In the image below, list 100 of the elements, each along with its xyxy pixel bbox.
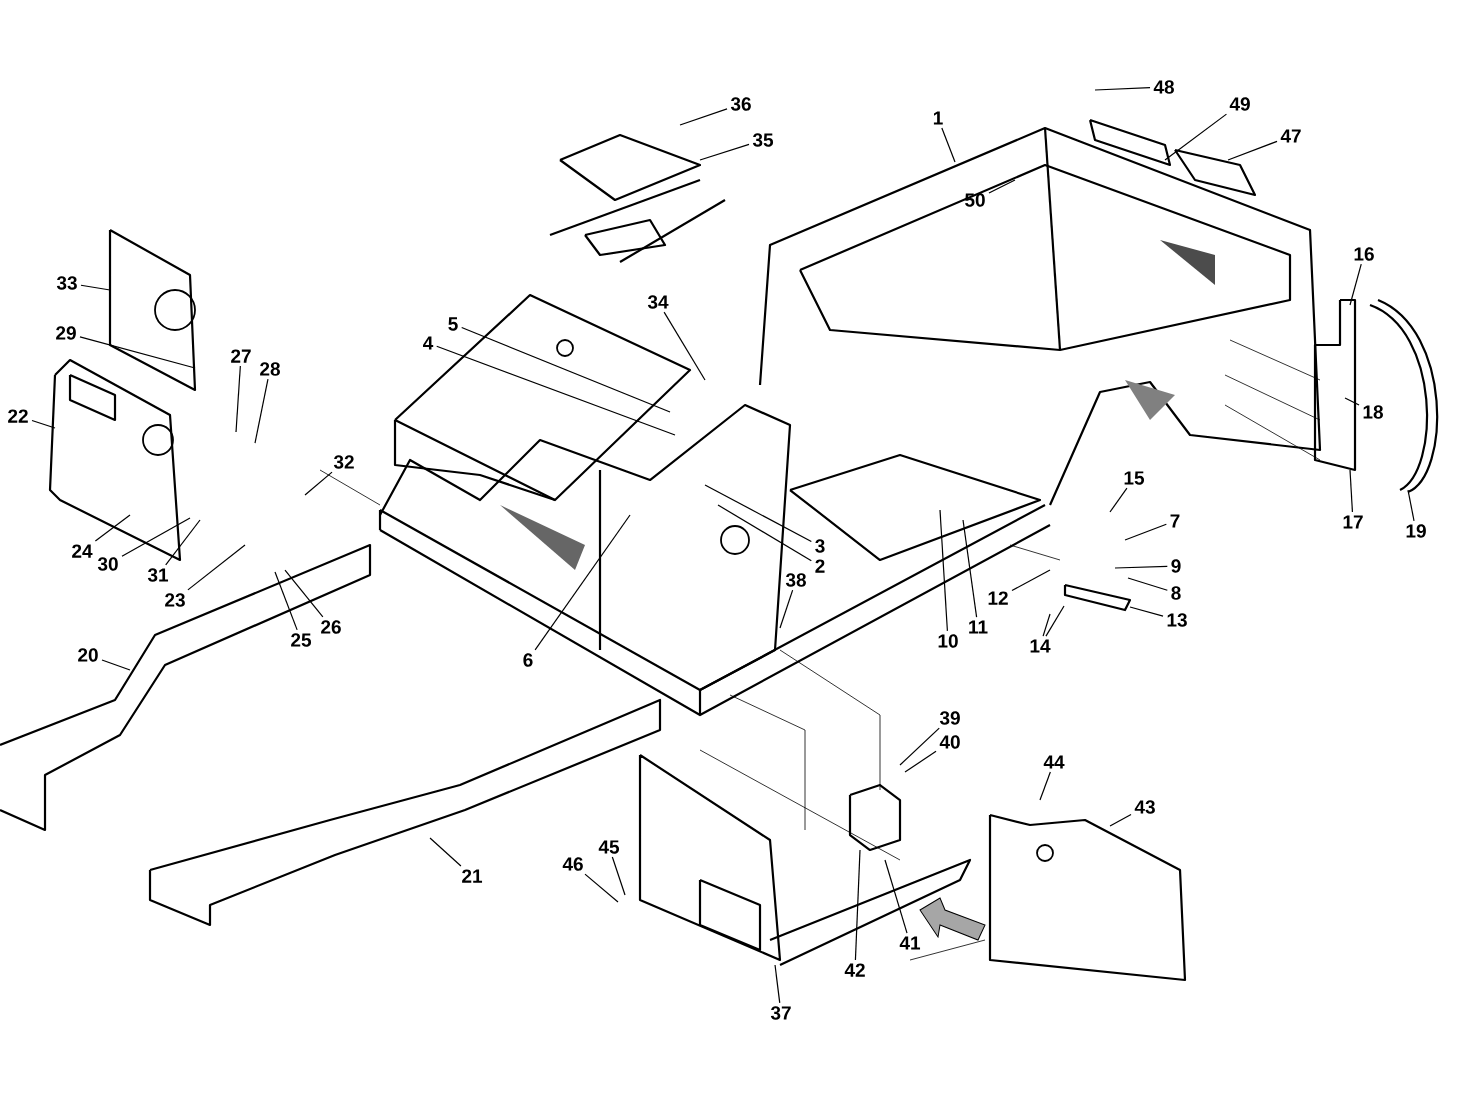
callout-number: 40: [939, 735, 960, 749]
leader-line: [899, 727, 940, 766]
leader-line: [884, 859, 908, 934]
callout-number: 8: [1171, 586, 1181, 600]
callout-number: 35: [752, 133, 774, 147]
leader-line: [1094, 87, 1151, 91]
callout-number: 49: [1229, 97, 1250, 111]
leader-line: [1227, 140, 1278, 161]
callout-number: 34: [647, 295, 669, 309]
leader-line: [461, 326, 671, 413]
callout-number: 42: [844, 963, 865, 977]
leader-line: [436, 345, 676, 436]
callout-number: 23: [165, 593, 185, 607]
callout-number: 27: [231, 349, 251, 363]
leader-line: [304, 471, 333, 496]
leader-line: [80, 284, 111, 291]
leader-line: [1127, 577, 1168, 591]
callout-number: 12: [988, 591, 1008, 605]
callout-number: 36: [730, 97, 751, 111]
callout-number: 19: [1406, 524, 1426, 538]
leader-line: [704, 484, 812, 542]
callout-number: 31: [147, 568, 169, 582]
leader-line: [988, 179, 1016, 194]
leader-line: [121, 517, 191, 557]
leader-line: [939, 509, 948, 632]
leader-line: [429, 837, 462, 867]
callout-number: 48: [1153, 80, 1174, 94]
leader-line: [101, 659, 131, 671]
callout-number: 50: [965, 193, 985, 207]
callout-number: 32: [333, 455, 354, 469]
leader-line: [31, 419, 56, 429]
leader-line: [941, 127, 956, 163]
callout-number: 2: [815, 559, 825, 573]
leader-line: [274, 571, 298, 631]
leader-line: [254, 378, 269, 444]
leader-line: [1129, 606, 1164, 617]
callout-number: 17: [1343, 515, 1363, 529]
leader-line: [1349, 263, 1362, 306]
leader-line: [165, 519, 201, 566]
callout-number: 30: [97, 557, 118, 571]
leader-line: [679, 108, 728, 126]
leader-line: [1109, 487, 1128, 513]
leader-line: [1124, 523, 1167, 541]
callout-number: 38: [785, 573, 806, 587]
leader-line: [717, 504, 812, 562]
callout-number: 13: [1167, 613, 1187, 627]
callout-number: 18: [1363, 405, 1383, 419]
leader-line: [1011, 569, 1051, 592]
callout-number: 22: [8, 409, 28, 423]
leader-line: [663, 311, 706, 381]
callout-number: 26: [321, 620, 341, 634]
leader-line: [584, 873, 619, 903]
callout-number: 11: [969, 620, 988, 634]
callout-number: 29: [56, 326, 76, 340]
callout-number: 10: [938, 634, 958, 648]
leader-line: [94, 514, 131, 542]
leader-line: [284, 569, 324, 618]
leader-line: [854, 849, 861, 961]
leader-line: [774, 964, 781, 1004]
callout-number: 16: [1354, 247, 1374, 261]
leader-line: [534, 514, 631, 651]
leader-line: [1039, 771, 1051, 801]
callout-number: 47: [1280, 129, 1301, 143]
leader-line: [1045, 605, 1065, 637]
callout-number: 44: [1043, 755, 1065, 769]
leader-line: [699, 143, 750, 161]
callout-number: 9: [1171, 559, 1181, 573]
leader-line: [904, 750, 937, 773]
leader-line: [1114, 565, 1168, 569]
callout-number: 39: [939, 711, 960, 725]
callout-number: 7: [1170, 514, 1180, 528]
leader-line: [1042, 613, 1051, 637]
callout-number: 4: [423, 336, 434, 350]
leader-line: [1407, 489, 1415, 522]
leader-line: [779, 589, 794, 629]
leader-line: [611, 856, 626, 896]
callout-number: 37: [770, 1006, 791, 1020]
callout-number: 1: [933, 111, 943, 125]
callout-number: 43: [1134, 800, 1155, 814]
callout-number: 15: [1124, 471, 1145, 485]
callout-number: 46: [562, 857, 583, 871]
callout-number: 28: [260, 362, 280, 376]
callout-number: 45: [598, 840, 620, 854]
leader-line: [962, 519, 978, 618]
callout-number: 14: [1030, 639, 1051, 653]
leader-line: [1349, 469, 1354, 513]
callout-number: 41: [899, 936, 921, 950]
callout-number: 21: [462, 869, 483, 883]
callout-number: 6: [523, 653, 533, 667]
callout-number: 3: [815, 539, 825, 553]
leader-line: [235, 365, 241, 433]
leader-line: [1344, 397, 1360, 406]
leader-line: [79, 336, 196, 369]
leader-line: [1164, 113, 1228, 161]
callout-number: 25: [291, 633, 312, 647]
callout-number: 5: [448, 317, 458, 331]
callout-number: 33: [56, 276, 77, 290]
leader-line: [187, 544, 246, 591]
callout-number: 24: [72, 544, 93, 558]
callout-number: 20: [78, 648, 98, 662]
